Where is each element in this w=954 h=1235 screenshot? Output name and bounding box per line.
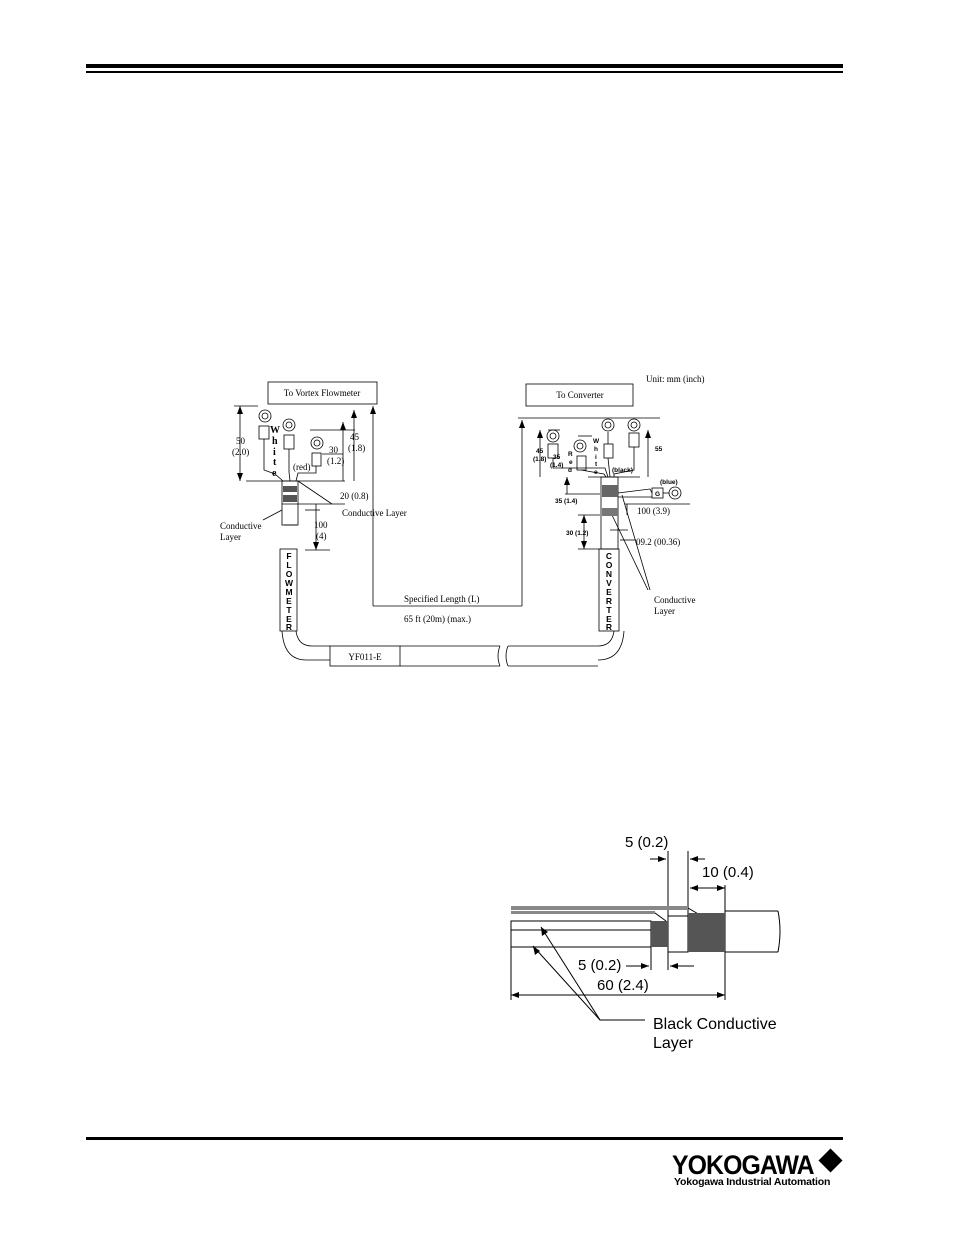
- converter-letter: R: [606, 622, 612, 632]
- white-letter: t: [273, 457, 277, 468]
- black-label: (black): [612, 467, 633, 474]
- flowmeter-letter: O: [286, 569, 293, 579]
- header-rule-thick: [86, 64, 843, 68]
- unit-label: Unit: mm (inch): [646, 374, 705, 384]
- flowmeter-letter: L: [286, 560, 291, 570]
- c-white-letter: h: [594, 446, 598, 453]
- c-dim-55: 55: [655, 446, 663, 453]
- dim-30: 30: [329, 445, 339, 455]
- c-dim-35: 35: [553, 454, 561, 461]
- dim-50: 50: [236, 436, 246, 446]
- c-white-letter: W: [593, 438, 600, 445]
- model-label: YF011-E: [348, 652, 382, 662]
- dim-30-inch: (1.2): [327, 456, 344, 466]
- converter-letter: N: [606, 569, 612, 579]
- wire-strip-1: [511, 906, 688, 910]
- c-dim-30: 30 (1.2): [566, 530, 588, 537]
- dim-10: 10 (0.4): [702, 864, 754, 881]
- converter-letter: T: [606, 605, 612, 615]
- conductive-layer-flowmeter-1: [283, 486, 297, 492]
- specified-length-label: Specified Length (L): [404, 594, 479, 604]
- conductive-right-label-1: Conductive: [654, 595, 696, 605]
- conductive-layer-converter-1: [602, 485, 618, 497]
- c-dim-35b: 35 (1.4): [555, 498, 577, 505]
- dim-50-inch: (2.0): [232, 447, 249, 457]
- red-letter: R: [568, 451, 573, 458]
- dim-5-top: 5 (0.2): [625, 834, 668, 851]
- dim-100-inch: (4): [316, 531, 327, 541]
- converter-letter: V: [606, 578, 612, 588]
- c-dim-45: 45: [536, 448, 544, 455]
- brand-diamond-icon: [818, 1148, 843, 1173]
- flowmeter-letter: R: [286, 622, 292, 632]
- flowmeter-letter: M: [285, 587, 292, 597]
- blue-label: (blue): [660, 479, 678, 486]
- max-length-label: 65 ft (20m) (max.): [404, 614, 471, 624]
- brand-logo-text: YOKOGAWA: [672, 1150, 815, 1180]
- black-conductive-label-2: Layer: [653, 1035, 694, 1052]
- c-white-letter: t: [595, 461, 598, 468]
- converter-letter: C: [606, 551, 612, 561]
- dim-5-bottom: 5 (0.2): [578, 957, 621, 974]
- c-dim-100: 100 (3.9): [637, 506, 670, 516]
- conductive-layer-top-label: Conductive Layer: [342, 508, 407, 518]
- white-letter: h: [272, 436, 278, 447]
- converter-letter: O: [606, 560, 613, 570]
- flowmeter-letter: W: [285, 578, 294, 588]
- red-letter: e: [569, 459, 573, 466]
- white-letter: W: [270, 425, 280, 436]
- flowmeter-letter: F: [286, 551, 291, 561]
- conductive-band-left: [651, 921, 668, 947]
- cable-end-detail-diagram: 5 (0.2) 10 (0.4) 5 (0.2) 60 (2.4) Black …: [510, 834, 781, 1052]
- c-dim-35-inch: (1.4): [550, 462, 563, 469]
- red-label: (red): [293, 462, 311, 472]
- brand-subtitle: Yokogawa Industrial Automation: [674, 1176, 831, 1188]
- dim-60: 60 (2.4): [597, 977, 649, 994]
- converter-letter: E: [606, 614, 612, 624]
- conductive-left-label-2: Layer: [220, 532, 241, 542]
- converter-letter: E: [606, 587, 612, 597]
- dim-45-inch: (1.8): [348, 443, 365, 453]
- cable-wiring-diagram: To Vortex Flowmeter To Converter Unit: m…: [220, 374, 705, 667]
- flowmeter-letter: T: [286, 605, 292, 615]
- conductive-layer-converter-2: [602, 508, 618, 516]
- c-white-letter: i: [595, 454, 597, 461]
- black-conductive-label-1: Black Conductive: [653, 1016, 777, 1033]
- conductive-layer-flowmeter-2: [283, 495, 297, 502]
- flowmeter-letter: E: [286, 596, 292, 606]
- dim-20: 20 (0.8): [340, 491, 369, 501]
- g-label: G: [655, 491, 660, 498]
- converter-letter: R: [606, 596, 612, 606]
- dim-100: 100: [314, 520, 328, 530]
- conductive-band-right: [688, 913, 725, 952]
- to-flowmeter-label: To Vortex Flowmeter: [284, 388, 361, 398]
- white-letter: i: [273, 447, 276, 458]
- flowmeter-letter: E: [286, 614, 292, 624]
- footer-rule: [86, 1137, 843, 1140]
- conductive-left-label-1: Conductive: [220, 521, 262, 531]
- c-dim-diameter: 09.2 (00.36): [636, 537, 680, 547]
- wire-strip-2: [511, 911, 655, 914]
- to-converter-label: To Converter: [556, 390, 604, 400]
- white-letter: e: [272, 468, 277, 479]
- red-letter: d: [568, 467, 572, 474]
- conductive-right-label-2: Layer: [654, 606, 675, 616]
- header-rule-thin: [86, 71, 843, 73]
- c-white-letter: e: [594, 469, 598, 476]
- c-dim-45-inch: (1.8): [533, 456, 546, 463]
- dim-45: 45: [350, 432, 360, 442]
